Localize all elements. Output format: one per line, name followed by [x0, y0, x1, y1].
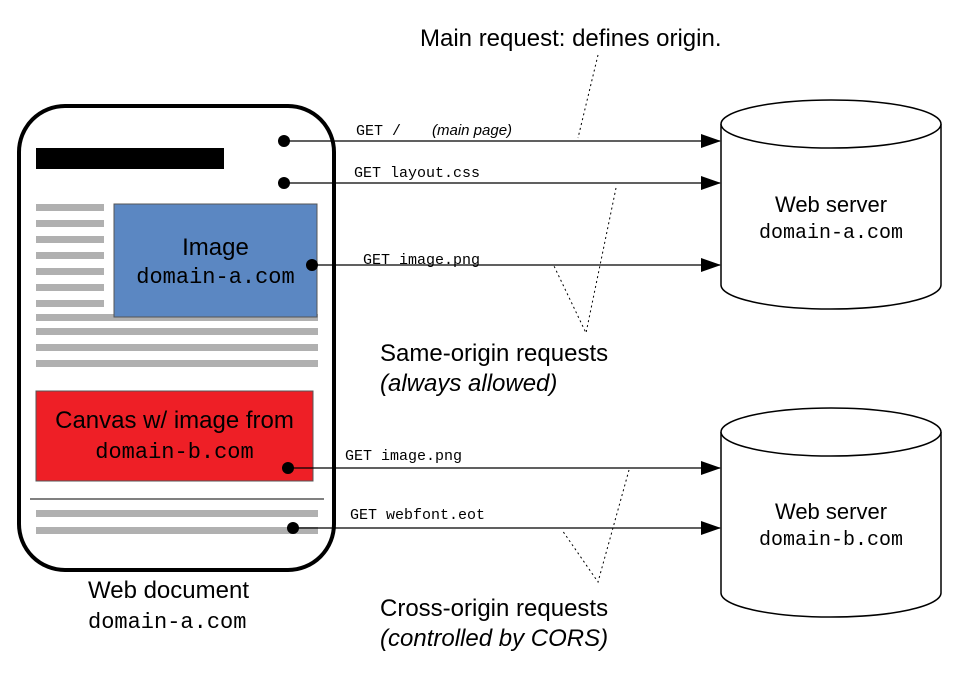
same-origin-pointer: [553, 187, 617, 335]
document-label: Web document: [88, 577, 249, 604]
main-note-pointer: [577, 54, 599, 139]
document-title-bar: [36, 148, 224, 169]
request-note-main-page: (main page): [432, 122, 512, 139]
same-origin-subtitle: (always allowed): [380, 370, 557, 397]
cross-origin-subtitle: (controlled by CORS): [380, 625, 608, 652]
main-request-note: Main request: defines origin.: [420, 25, 722, 52]
server-a-domain: domain-a.com: [759, 222, 903, 245]
cross-origin-pointer: [561, 469, 630, 584]
server-b-label: Web server: [775, 499, 887, 524]
request-label-layout-css: GET layout.css: [354, 165, 480, 182]
server-b: Web server domain-b.com: [720, 407, 942, 618]
canvas-box-domain: domain-b.com: [95, 440, 253, 465]
request-label-main: GET /: [356, 123, 401, 140]
cross-origin-title: Cross-origin requests: [380, 595, 608, 622]
server-b-domain: domain-b.com: [759, 529, 903, 552]
server-a-label: Web server: [775, 192, 887, 217]
canvas-box-title: Canvas w/ image from: [55, 407, 294, 434]
image-box-title: Image: [182, 234, 249, 261]
request-label-image-b: GET image.png: [345, 448, 462, 465]
image-box-domain: domain-a.com: [136, 265, 294, 290]
canvas-box: [35, 390, 314, 482]
request-label-webfont: GET webfont.eot: [350, 507, 485, 524]
image-box: [113, 203, 318, 318]
document-domain: domain-a.com: [88, 610, 246, 635]
web-document: Image domain-a.com Canvas w/ image from …: [17, 104, 336, 572]
request-arrows: [278, 134, 721, 535]
request-label-image-a: GET image.png: [363, 252, 480, 269]
server-a: Web server domain-a.com: [720, 99, 942, 310]
document-frame: [17, 104, 336, 572]
same-origin-title: Same-origin requests: [380, 340, 608, 367]
